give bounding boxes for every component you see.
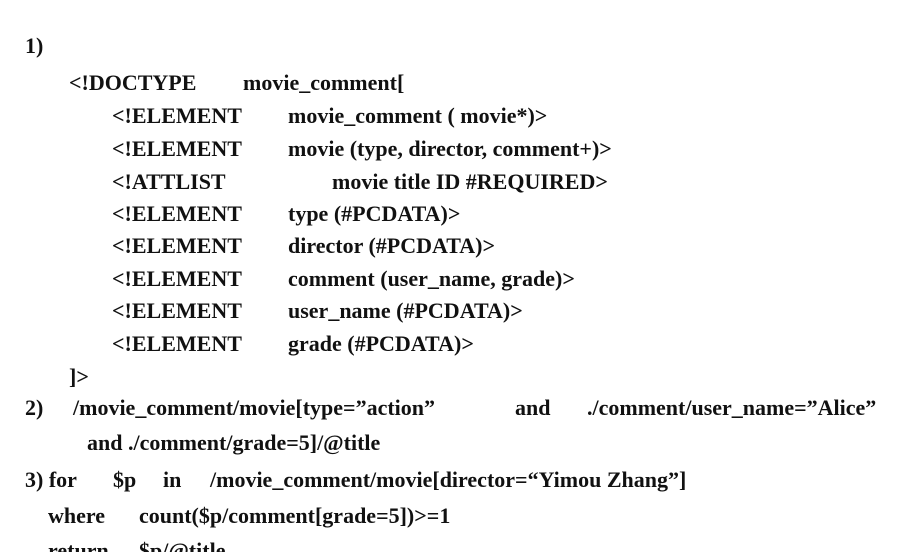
decl-body: grade (#PCDATA)>	[288, 331, 474, 356]
decl-keyword: <!ELEMENT	[112, 201, 242, 226]
q2-line-2: and ./comment/grade=5]/@title	[76, 404, 380, 455]
q3-for-label: 3) for	[25, 467, 77, 492]
doctype-close: ]>	[69, 364, 89, 389]
q1-label: 1)	[14, 7, 43, 58]
q2-and-keyword: and	[515, 395, 551, 420]
doctype-open-line: <!DOCTYPE movie_comment[	[58, 44, 404, 95]
doctype-close-line: ]>	[58, 338, 89, 389]
q2-xpath-part-2: ./comment/user_name=”Alice”	[587, 395, 877, 420]
dtd-decl-line: <!ELEMENT grade (#PCDATA)>	[101, 305, 474, 356]
decl-keyword: <!ELEMENT	[112, 103, 242, 128]
decl-body: type (#PCDATA)>	[288, 201, 461, 226]
doctype-keyword: <!DOCTYPE	[69, 70, 197, 95]
q2-line-1: 2) /movie_comment/movie[type=”action” and.…	[14, 369, 876, 420]
decl-keyword: <!ELEMENT	[112, 136, 242, 161]
q3-line-3: return $p/@title	[37, 512, 225, 552]
decl-keyword: <!ELEMENT	[112, 298, 242, 323]
q3-return-expr: $p/@title	[139, 538, 226, 552]
doctype-name: movie_comment[	[243, 70, 405, 95]
decl-body: comment (user_name, grade)>	[288, 266, 575, 291]
q2-label: 2)	[25, 395, 44, 420]
decl-body: director (#PCDATA)>	[288, 233, 496, 258]
dtd-decl-line: <!ELEMENT type (#PCDATA)>	[101, 175, 460, 226]
q3-line-1: 3) for $p in/movie_comment/movie[director=…	[14, 441, 686, 492]
q3-line-2: where count($p/comment[grade=5])>=1	[37, 477, 450, 528]
dtd-decl-line: <!ELEMENT movie (type, director, comment+…	[101, 110, 612, 161]
q1-label-text: 1)	[25, 33, 44, 58]
dtd-decl-line: <!ELEMENT comment (user_name, grade)>	[101, 240, 575, 291]
q3-where-expr: count($p/comment[grade=5])>=1	[139, 503, 451, 528]
decl-body: user_name (#PCDATA)>	[288, 298, 523, 323]
q3-variable: $p	[113, 467, 137, 492]
decl-body: movie title ID #REQUIRED>	[332, 169, 608, 194]
decl-body: movie (type, director, comment+)>	[288, 136, 612, 161]
decl-keyword: <!ELEMENT	[112, 266, 242, 291]
decl-keyword: <!ELEMENT	[112, 331, 242, 356]
q2-xpath-part-3: and ./comment/grade=5]/@title	[87, 430, 381, 455]
dtd-decl-line: <!ELEMENT user_name (#PCDATA)>	[101, 272, 523, 323]
q3-for-path: /movie_comment/movie[director=“Yimou Zha…	[210, 467, 687, 492]
dtd-decl-line: <!ELEMENT movie_comment ( movie*)>	[101, 77, 547, 128]
decl-keyword: <!ELEMENT	[112, 233, 242, 258]
dtd-decl-line: <!ELEMENT director (#PCDATA)>	[101, 207, 495, 258]
dtd-attlist-line: <!ATTLIST movie title ID #REQUIRED>	[101, 143, 608, 194]
q3-in-keyword: in	[163, 467, 182, 492]
decl-keyword: <!ATTLIST	[112, 169, 226, 194]
q2-xpath-part-1: /movie_comment/movie[type=”action”	[73, 395, 436, 420]
decl-body: movie_comment ( movie*)>	[288, 103, 548, 128]
q3-where-keyword: where	[48, 503, 106, 528]
q3-return-keyword: return	[48, 538, 109, 552]
